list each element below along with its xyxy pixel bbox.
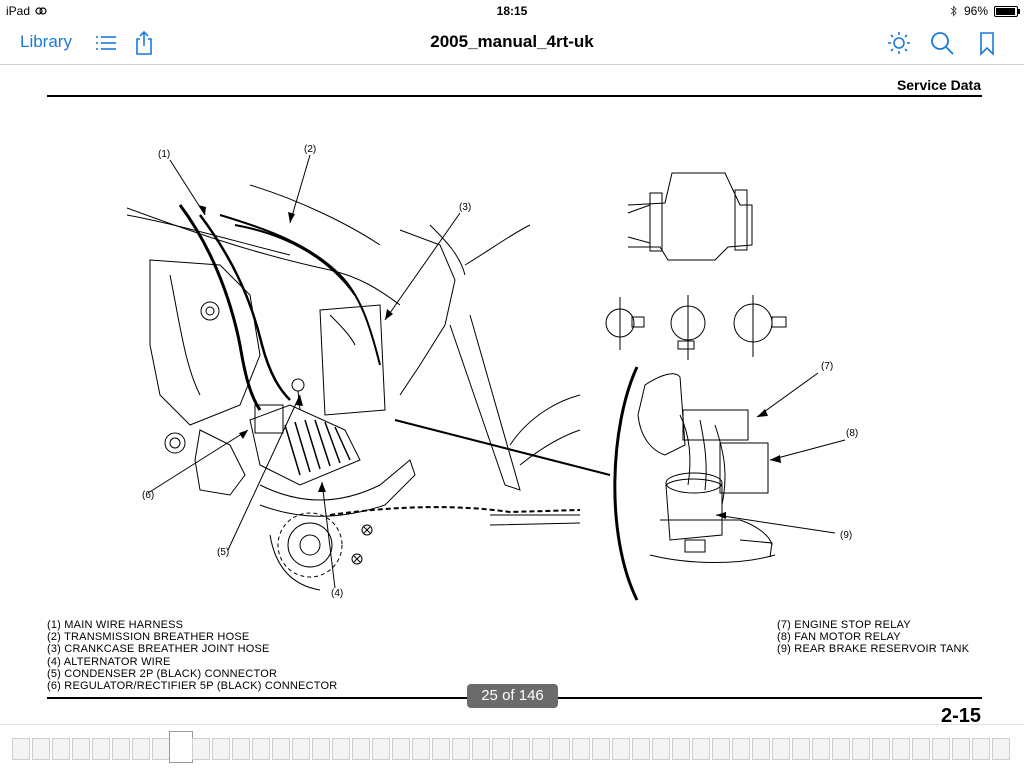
legend-item: (8) FAN MOTOR RELAY [777,631,901,644]
page-thumbnail[interactable] [272,738,290,760]
legend-item: (3) CRANKCASE BREATHER JOINT HOSE [47,643,270,656]
search-icon[interactable] [928,29,956,57]
page-thumbnail[interactable] [932,738,950,760]
page-thumbnail[interactable] [892,738,910,760]
page-thumbnail[interactable] [992,738,1010,760]
page-thumbnail[interactable] [732,738,750,760]
share-icon[interactable] [130,29,158,57]
page-thumbnail[interactable] [792,738,810,760]
page-scrubber[interactable] [0,724,1024,769]
page-thumbnail[interactable] [812,738,830,760]
callout-5: (5) [217,547,229,558]
page-thumbnail[interactable] [72,738,90,760]
page-thumbnail[interactable] [972,738,990,760]
page-thumbnail[interactable] [412,738,430,760]
page-thumbnail[interactable] [512,738,530,760]
library-button[interactable]: Library [20,32,72,51]
bluetooth-icon [950,5,957,17]
page-thumbnail[interactable] [472,738,490,760]
legend-item: (5) CONDENSER 2P (BLACK) CONNECTOR [47,667,278,680]
page-thumbnail[interactable] [612,738,630,760]
page-thumbnail[interactable] [52,738,70,760]
callout-4: (4) [331,588,343,599]
legend-item: (9) REAR BRAKE RESERVOIR TANK [777,643,970,656]
page-thumbnail[interactable] [292,738,310,760]
page-thumbnail[interactable] [452,738,470,760]
page-thumbnail[interactable] [372,738,390,760]
page-thumbnail[interactable] [312,738,330,760]
page-thumbnail[interactable] [552,738,570,760]
page-counter: 25 of 146 [467,684,558,708]
page-thumbnail[interactable] [252,738,270,760]
legend-item: (2) TRANSMISSION BREATHER HOSE [47,631,250,644]
callout-8: (8) [846,428,858,439]
page-thumbnail[interactable] [432,738,450,760]
bookmark-icon[interactable] [973,29,1001,57]
page-thumbnail[interactable] [212,738,230,760]
page-thumbnail[interactable] [532,738,550,760]
page-thumbnail[interactable] [872,738,890,760]
callout-2: (2) [304,144,316,155]
legend-item: (1) MAIN WIRE HARNESS [47,619,184,631]
page-thumbnail[interactable] [952,738,970,760]
page-thumbnail[interactable] [232,738,250,760]
legend-item: (4) ALTERNATOR WIRE [47,655,171,668]
callout-9: (9) [840,530,852,541]
page-thumbnail[interactable] [772,738,790,760]
page-thumbnail[interactable] [672,738,690,760]
page-thumbnail[interactable] [392,738,410,760]
current-page-thumbnail[interactable] [169,731,193,763]
callout-6: (6) [142,490,154,501]
page-thumbnail[interactable] [752,738,770,760]
page-thumbnail[interactable] [332,738,350,760]
legend-item: (7) ENGINE STOP RELAY [777,619,911,631]
page-thumbnail[interactable] [352,738,370,760]
callout-3: (3) [459,202,471,213]
document-page[interactable]: Service Data [0,65,1024,727]
page-thumbnail[interactable] [712,738,730,760]
page-thumbnail[interactable] [592,738,610,760]
page-thumbnail[interactable] [132,738,150,760]
battery-percent: 96% [963,4,988,18]
status-bar: iPad 18:15 96% [0,0,1024,22]
clock: 18:15 [496,4,528,18]
header-rule [47,95,982,97]
battery-fill [996,7,1016,15]
page-thumbnail[interactable] [692,738,710,760]
page-thumbnail[interactable] [92,738,110,760]
wiring-diagram: (1) (2) (3) (4) (5) (6) (7) (8) (9) [126,144,858,601]
page-thumbnail[interactable] [112,738,130,760]
page-thumbnail[interactable] [912,738,930,760]
brightness-icon[interactable] [885,29,913,57]
page-thumbnail[interactable] [652,738,670,760]
page-thumbnail[interactable] [192,738,210,760]
page-thumbnail[interactable] [832,738,850,760]
page-thumbnail[interactable] [852,738,870,760]
page-thumbnail[interactable] [12,738,30,760]
legend-right: (7) ENGINE STOP RELAY (8) FAN MOTOR RELA… [777,619,969,656]
callout-7: (7) [821,361,833,372]
device-label: iPad [6,4,31,18]
toolbar: Library 2005_manual_4rt-uk [0,22,1024,65]
page-thumbnail[interactable] [632,738,650,760]
list-icon[interactable] [92,29,120,57]
callout-1: (1) [158,149,170,160]
legend-item: (6) REGULATOR/RECTIFIER 5P (BLACK) CONNE… [47,680,338,693]
page-thumbnail[interactable] [152,738,170,760]
page-thumbnail[interactable] [572,738,590,760]
page-thumbnail[interactable] [492,738,510,760]
legend-left: (1) MAIN WIRE HARNESS (2) TRANSMISSION B… [47,619,337,692]
page-thumbnail[interactable] [32,738,50,760]
page-number: 2-15 [940,705,981,727]
sync-icon [35,7,47,15]
battery-icon [994,5,1020,17]
section-title: Service Data [896,77,981,93]
